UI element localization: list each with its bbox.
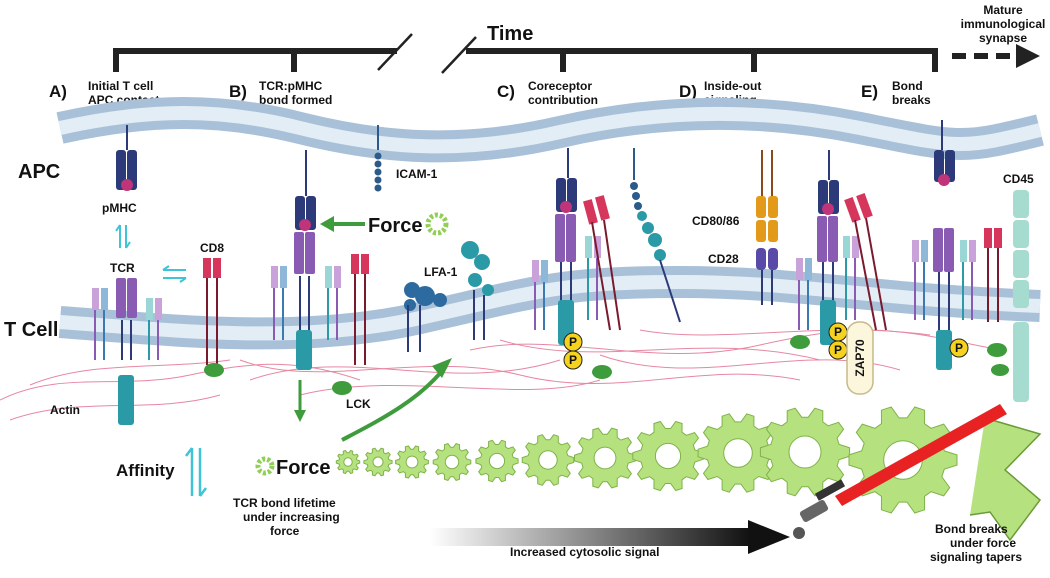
cd45-label: CD45 [1003,172,1034,186]
stage-a-letter: A) [49,82,67,101]
p-label-c1: P [569,335,577,349]
stage-b-line-2: bond formed [259,93,332,107]
stage-b-letter: B) [229,82,247,101]
stage-d-letter: D) [679,82,697,101]
sword-icon [793,404,1007,539]
actin-network [0,329,1001,421]
tcr-pmhc-b [271,150,341,370]
cd8-e [984,228,1009,376]
icam1-lfa1-c [630,148,681,323]
lfa1-label: LFA-1 [424,265,458,279]
broken-gear [969,417,1042,542]
stage-c-line-1: Coreceptor [528,79,592,93]
lck-d [790,335,810,349]
cd80-cd28-d [756,150,778,305]
gear-hole-7 [593,446,617,470]
gear-hole-8 [654,442,682,470]
lifetime-caption-3: force [270,524,300,538]
lifetime-caption-2: under increasing [243,510,340,524]
tcr-pmhc-d [796,150,887,345]
break-caption-2: under force [950,536,1016,550]
cd8-label: CD8 [200,241,224,255]
signal-arrow [430,520,790,554]
p-label-d2: P [834,343,842,357]
stage-b-line-1: TCR:pMHC [259,79,323,93]
icam1-label: ICAM-1 [396,167,438,181]
t-cell-label: T Cell [4,319,58,341]
gear-hole-6 [538,450,558,470]
phospho-c: P P [563,332,583,370]
lifetime-caption-1: TCR bond lifetime [233,496,336,510]
stage-a-line-1: Initial T cell [88,79,153,93]
force-up-arrow [341,358,452,442]
affinity-label: Affinity [116,461,175,480]
tcr-pmhc-c [532,148,621,379]
stage-c-line-2: contribution [528,93,598,107]
gear-icon [425,212,449,236]
pmhc-e [934,120,955,186]
force-gear-icon [255,456,275,476]
gear-hole-5 [488,452,506,470]
increasing-force-gears [335,406,958,514]
apc-label: APC [18,161,60,183]
force-label-b: Force [368,215,422,237]
break-caption-3: signaling tapers [930,550,1022,564]
pull-arrow-b [294,380,306,422]
gear-hole-10 [788,435,822,469]
gear-hole-1 [343,457,353,467]
icam1-b [374,125,382,192]
stage-c-letter: C) [497,82,515,101]
actin-label: Actin [50,403,80,417]
future-label-line-2: immunological [961,17,1046,31]
gear-hole-9 [723,438,753,468]
force-arrow-b [320,216,365,232]
p-label-c2: P [569,353,577,367]
pmhc-a [116,125,137,191]
cd8-b [332,254,369,395]
cd45-e [1013,190,1029,402]
timeline: Time Mature immunological synapse [113,3,1046,74]
equilibrium-arrow-a [115,224,131,249]
future-label-line-3: synapse [979,31,1027,45]
t-cell-membrane [58,265,1041,350]
future-label-line-1: Mature [983,3,1023,17]
timeline-title: Time [487,23,533,45]
tcr-label: TCR [110,261,135,275]
cd28-label: CD28 [708,252,739,266]
break-caption-1: Bond breaks [935,522,1008,536]
stage-e-letter: E) [861,82,878,101]
p-label-e: P [955,341,963,355]
pmhc-label: pMHC [102,201,137,215]
p-label-d1: P [834,325,842,339]
stage-e-line-1: Bond [892,79,923,93]
tcr-complex-e: P [912,228,976,370]
signal-label: Increased cytosolic signal [510,545,659,559]
lck-label: LCK [346,397,371,411]
gear-hole-2 [372,456,384,468]
stage-d-line-1: Inside-out [704,79,761,93]
phospho-d: P P [828,322,848,360]
zap70-label: ZAP70 [853,339,867,377]
gear-hole-4 [444,454,460,470]
affinity-arrow [185,447,207,497]
zap70-d: ZAP70 [846,321,874,395]
tcr-complex-a [92,278,162,425]
cd8-a [203,258,224,377]
gear-hole-3 [405,455,419,469]
force-label: Force [276,457,330,479]
equilibrium-arrow-cd8 [162,265,187,283]
cd80-label: CD80/86 [692,214,740,228]
lfa1-b [404,241,494,352]
apc-membrane [56,97,1044,163]
stage-e-line-2: breaks [892,93,931,107]
